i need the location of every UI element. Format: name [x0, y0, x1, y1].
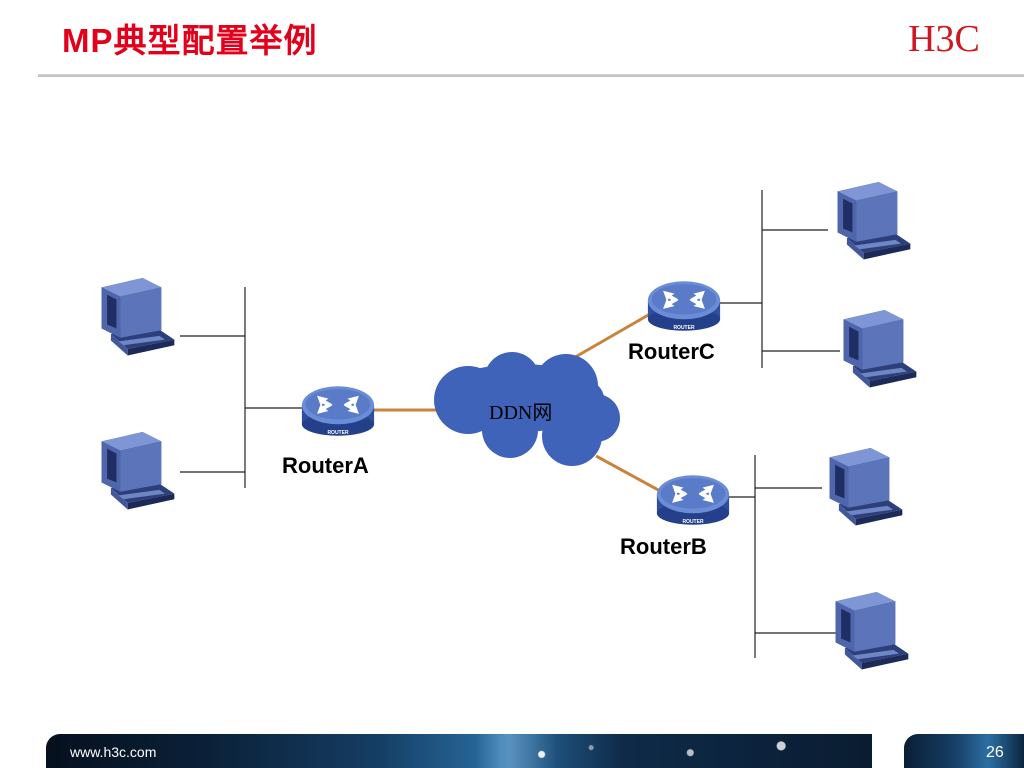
pc-b1-icon — [829, 448, 903, 526]
router-b-ddn-link — [595, 454, 663, 494]
ddn-cloud — [434, 352, 620, 466]
pc-c1-icon — [837, 182, 911, 260]
h3c-logo: H3C — [908, 20, 980, 56]
brand-logo-text: H3C — [908, 20, 980, 56]
slide-title: MP典型配置举例 — [62, 22, 318, 59]
ddn-cloud-label: DDN网 — [489, 402, 553, 424]
router-b-icon: ROUTER — [656, 475, 730, 525]
page-number-box — [904, 734, 1024, 768]
router-b-label: RouterB — [620, 534, 707, 559]
router-c-icon-text: ROUTER — [673, 325, 695, 331]
router-c-label: RouterC — [628, 339, 715, 364]
router-c-icon: ROUTER — [647, 281, 721, 331]
pc-c2-icon — [843, 310, 917, 388]
pc-a1-icon — [101, 278, 175, 356]
router-a-icon: ROUTER — [301, 386, 375, 436]
pc-a2-icon — [101, 432, 175, 510]
pc-b2-icon — [835, 592, 909, 670]
router-b-icon-text: ROUTER — [682, 519, 704, 525]
title-divider — [38, 74, 1024, 77]
footer-url: www.h3c.com — [70, 744, 157, 760]
router-a-label: RouterA — [282, 453, 369, 478]
page-number: 26 — [986, 744, 1004, 761]
footer-bar — [46, 734, 872, 768]
router-a-icon-text: ROUTER — [327, 430, 349, 436]
